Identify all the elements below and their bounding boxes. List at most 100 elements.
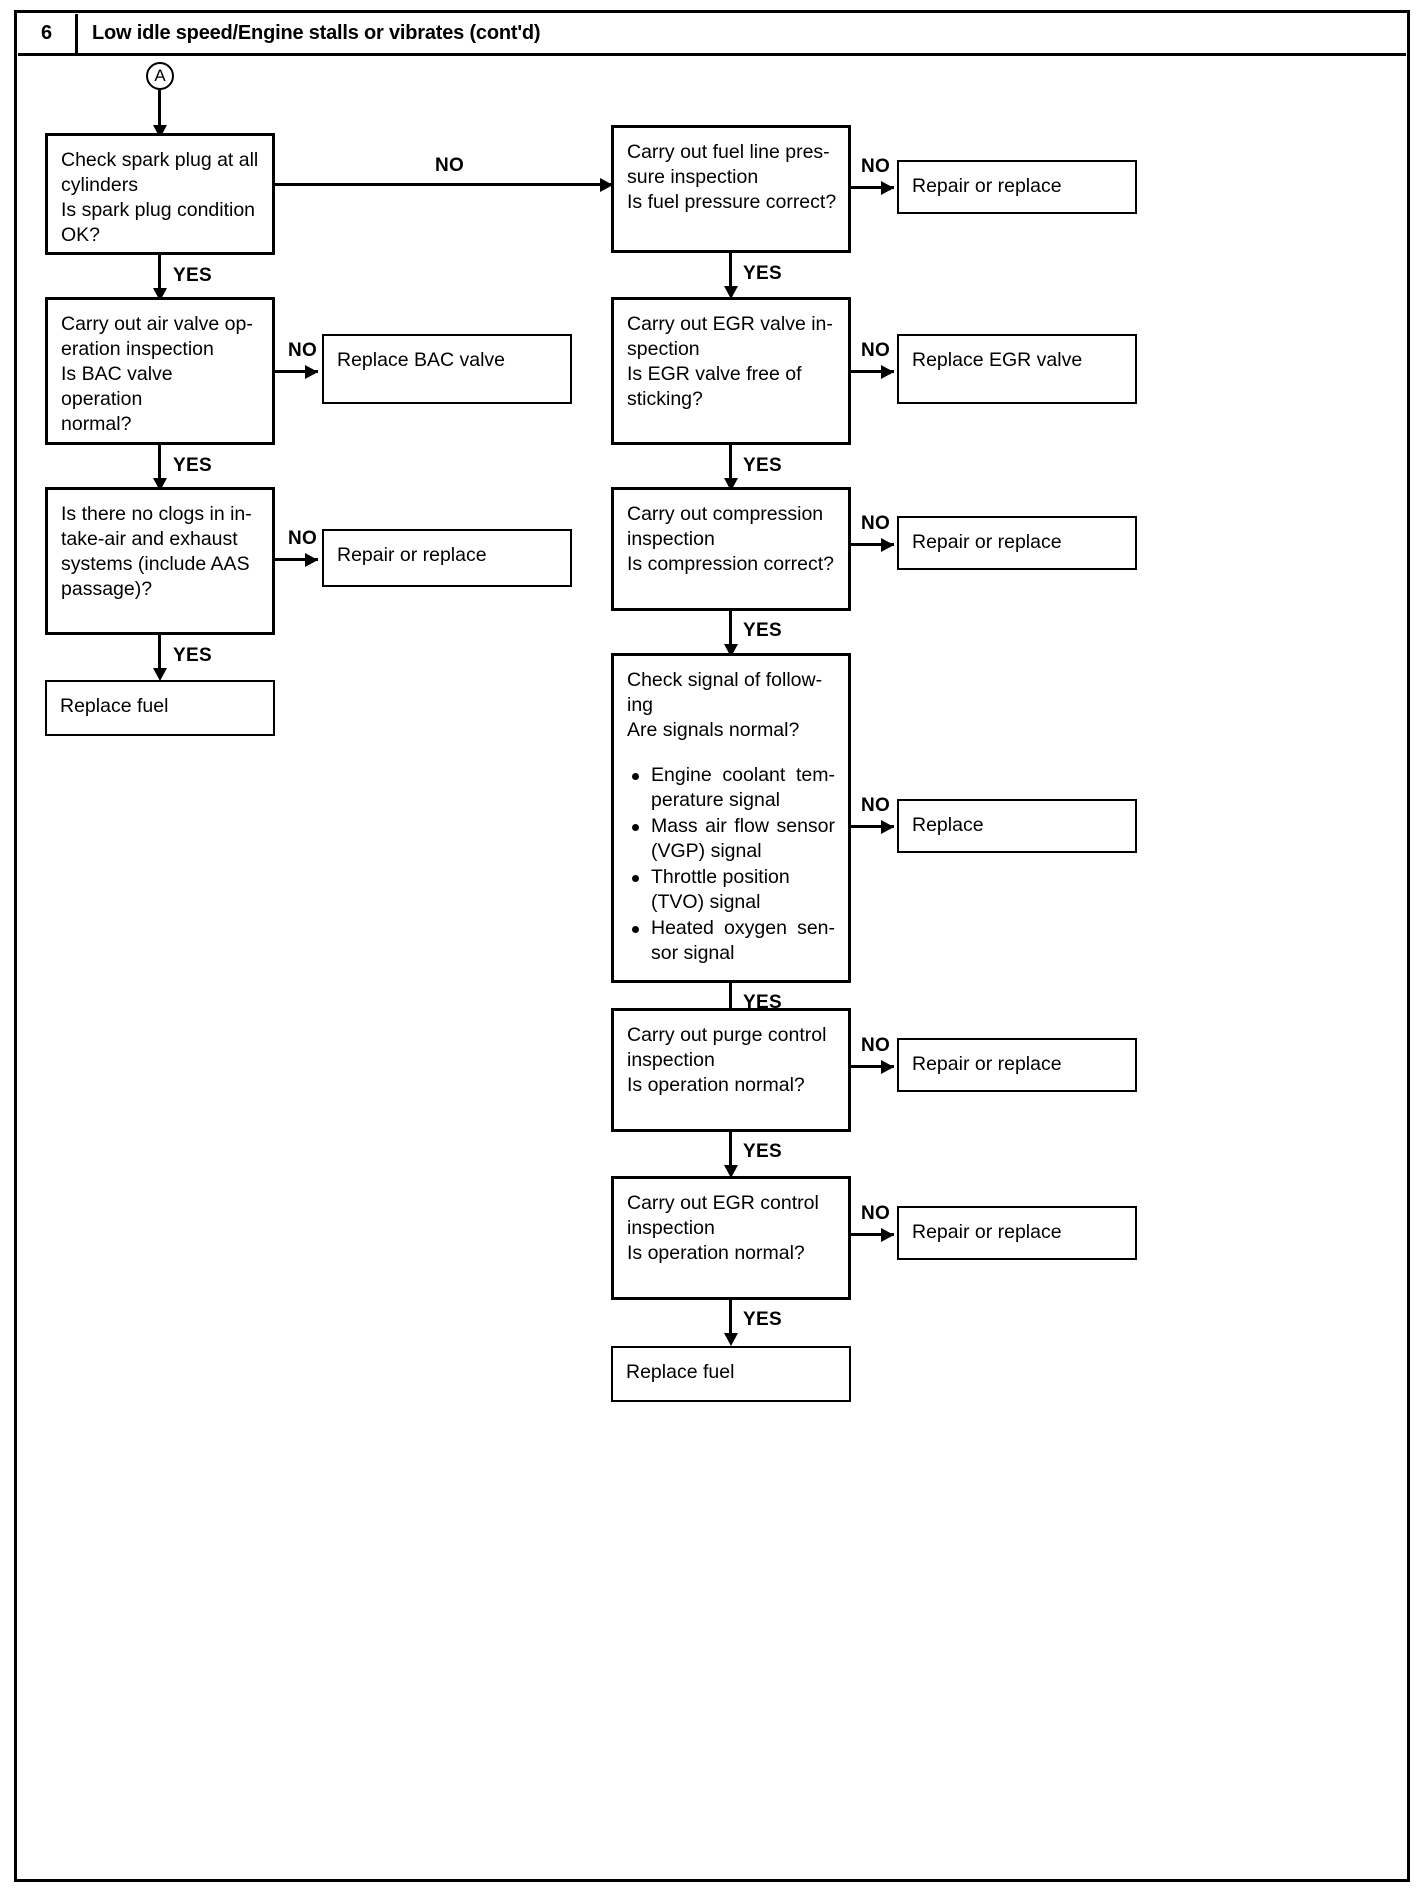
signal-maf-line-1: Mass air flow sensor [651,814,835,837]
arrowhead-egr-control-yes [724,1333,738,1346]
arrowhead-clogs-no [305,553,318,567]
box-compression-inspection[interactable]: Carry out compression inspection Is comp… [611,487,851,611]
edge-label-egr-control-yes: YES [743,1309,782,1330]
arrowhead-air-valve-no [305,365,318,379]
box-repair-or-replace-purge[interactable]: Repair or replace [897,1038,1137,1092]
fuel-line-line-2: sure inspection [627,165,759,188]
egr-control-line-1: Carry out EGR control [627,1192,819,1214]
purge-control-line-2: inspection [627,1048,715,1071]
edge-clogs-yes [158,635,161,677]
edge-fuel-line-yes [729,253,732,295]
air-valve-line-4: normal? [61,412,132,435]
repair-or-replace-clogs-label: Repair or replace [337,544,487,566]
egr-valve-line-1: Carry out EGR valve in- [627,313,833,335]
clogs-line-4: passage)? [61,577,153,600]
purge-control-line-1: Carry out purge control [627,1024,827,1046]
box-replace-bac-valve[interactable]: Replace BAC valve [322,334,572,404]
signal-coolant-line-1: Engine coolant tem- [651,763,835,786]
egr-valve-line-4: sticking? [627,387,703,410]
signal-coolant-line-2: perature signal [651,788,780,811]
box-repair-or-replace-egr-control[interactable]: Repair or replace [897,1206,1137,1260]
edge-fuel-line-no [851,186,894,189]
box-spark-plug-check[interactable]: Check spark plug at all cylinders Is spa… [45,133,275,255]
edge-label-purge-control-yes: YES [743,1141,782,1162]
replace-fuel-left-label: Replace fuel [60,695,169,717]
arrowhead-compression-no [881,538,894,552]
signals-line-3: Are signals normal? [627,718,800,741]
signals-bullet-list: Engine coolant tem- perature signal Mass… [627,763,835,966]
edge-air-valve-no [275,370,318,373]
edge-label-egr-valve-no: NO [861,340,891,361]
repair-or-replace-fuel-line-label: Repair or replace [912,175,1062,197]
replace-fuel-right-label: Replace fuel [626,1361,735,1383]
clogs-line-1: Is there no clogs in in- [61,503,252,525]
edge-purge-control-no [851,1065,894,1068]
box-check-signals[interactable]: Check signal of follow- ing Are signals … [611,653,851,983]
signal-bullet-throttle-position: Throttle position (TVO) signal [627,865,835,915]
edge-egr-valve-no [851,370,894,373]
edge-egr-control-no [851,1233,894,1236]
egr-valve-line-2: spection [627,337,700,360]
edge-air-valve-yes [158,445,161,487]
box-repair-or-replace-fuel-line[interactable]: Repair or replace [897,160,1137,214]
edge-label-clogs-yes: YES [173,645,212,666]
edge-label-signals-yes: YES [743,992,782,1013]
edge-label-egr-control-no: NO [861,1203,891,1224]
edge-spark-plug-no [275,183,612,186]
arrowhead-fuel-line-yes [724,286,738,299]
box-replace-fuel-left[interactable]: Replace fuel [45,680,275,736]
signals-line-2: ing [627,693,654,716]
signal-maf-line-2: (VGP) signal [651,839,762,862]
box-intake-exhaust-clogs[interactable]: Is there no clogs in in- take-air and ex… [45,487,275,635]
box-egr-valve-inspection[interactable]: Carry out EGR valve in- spection Is EGR … [611,297,851,445]
edge-label-fuel-line-no: NO [861,156,891,177]
box-replace-fuel-right[interactable]: Replace fuel [611,1346,851,1402]
replace-bac-valve-label: Replace BAC valve [337,349,505,371]
signal-tvo-line-1: Throttle position [651,865,790,888]
arrowhead-purge-control-no [881,1060,894,1074]
page-border [14,10,1410,1882]
signal-o2-line-1: Heated oxygen sen- [651,916,835,939]
signal-bullet-heated-oxygen-sensor: Heated oxygen sen- sor signal [627,916,835,966]
edge-label-air-valve-yes: YES [173,455,212,476]
fuel-line-line-1: Carry out fuel line pres- [627,141,830,163]
air-valve-line-3: Is BAC valve operation [61,362,173,410]
box-repair-or-replace-compression[interactable]: Repair or replace [897,516,1137,570]
replace-egr-valve-label: Replace EGR valve [912,349,1083,371]
arrowhead-signals-no [881,820,894,834]
box-repair-or-replace-clogs[interactable]: Repair or replace [322,529,572,587]
edge-label-purge-control-no: NO [861,1035,891,1056]
box-replace-signal-component[interactable]: Replace [897,799,1137,853]
edge-label-fuel-line-yes: YES [743,263,782,284]
edge-a-to-spark-plug [158,90,161,132]
arrowhead-egr-valve-no [881,365,894,379]
box-purge-control-inspection[interactable]: Carry out purge control inspection Is op… [611,1008,851,1132]
repair-or-replace-purge-label: Repair or replace [912,1053,1062,1075]
replace-signal-label: Replace [912,814,984,836]
edge-compression-yes [729,611,732,653]
box-replace-egr-valve[interactable]: Replace EGR valve [897,334,1137,404]
signals-line-1: Check signal of follow- [627,669,823,691]
edge-spark-plug-yes [158,255,161,297]
signal-tvo-line-2: (TVO) signal [651,890,761,913]
arrowhead-purge-control-yes [724,1165,738,1178]
clogs-line-2: take-air and exhaust [61,527,238,550]
signal-bullet-mass-air-flow: Mass air flow sensor (VGP) signal [627,814,835,864]
repair-or-replace-compression-label: Repair or replace [912,531,1062,553]
arrowhead-fuel-line-no [881,181,894,195]
purge-control-line-3: Is operation normal? [627,1073,805,1096]
edge-compression-no [851,543,894,546]
spark-plug-line-2: cylinders [61,173,138,196]
box-egr-control-inspection[interactable]: Carry out EGR control inspection Is oper… [611,1176,851,1300]
clogs-line-3: systems (include AAS [61,552,250,575]
box-air-valve-inspection[interactable]: Carry out air valve op- eration inspecti… [45,297,275,445]
edge-label-signals-no: NO [861,795,891,816]
arrowhead-spark-plug-no [600,178,613,192]
repair-or-replace-egr-control-label: Repair or replace [912,1221,1062,1243]
egr-valve-line-3: Is EGR valve free of [627,362,802,385]
signal-o2-line-2: sor signal [651,941,735,964]
page-header: 6 Low idle speed/Engine stalls or vibrat… [18,14,1406,56]
box-fuel-line-pressure[interactable]: Carry out fuel line pres- sure inspectio… [611,125,851,253]
edge-label-clogs-no: NO [288,528,318,549]
